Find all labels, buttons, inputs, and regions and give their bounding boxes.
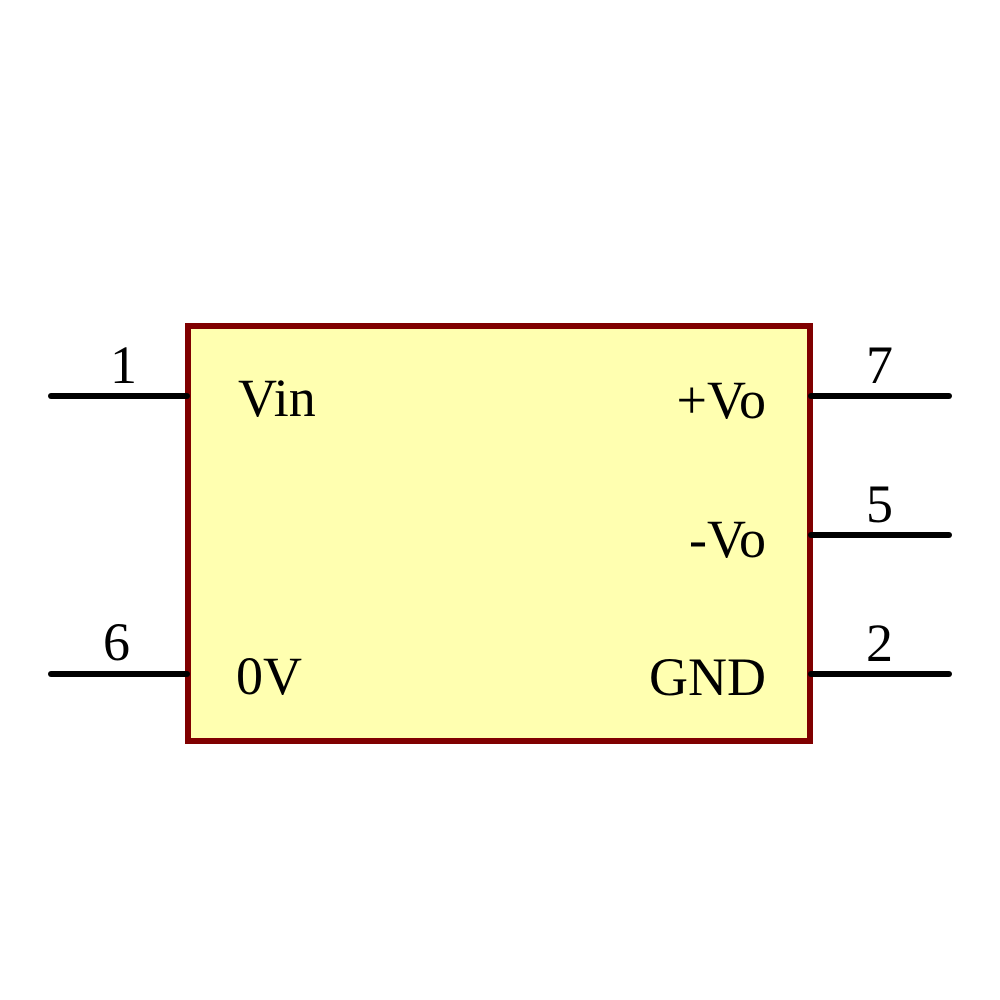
pin-2-number: 2 xyxy=(866,613,893,673)
pin-1-number: 1 xyxy=(110,335,137,395)
pin-1-label: Vin xyxy=(238,368,316,428)
component-body[interactable] xyxy=(185,323,813,744)
pin-5-line[interactable] xyxy=(808,532,952,538)
pin-6-line[interactable] xyxy=(48,671,190,677)
pin-6-label: 0V xyxy=(236,646,302,706)
pin-5-label: -Vo xyxy=(688,509,766,569)
pin-2-line[interactable] xyxy=(808,671,952,677)
pin-7-number: 7 xyxy=(866,335,893,395)
pin-1-line[interactable] xyxy=(48,393,190,399)
pin-7-label: +Vo xyxy=(676,370,767,430)
pin-7-line[interactable] xyxy=(808,393,952,399)
pin-2-label: GND xyxy=(649,647,766,707)
pin-6-number: 6 xyxy=(103,612,130,672)
pin-5-number: 5 xyxy=(866,474,893,534)
